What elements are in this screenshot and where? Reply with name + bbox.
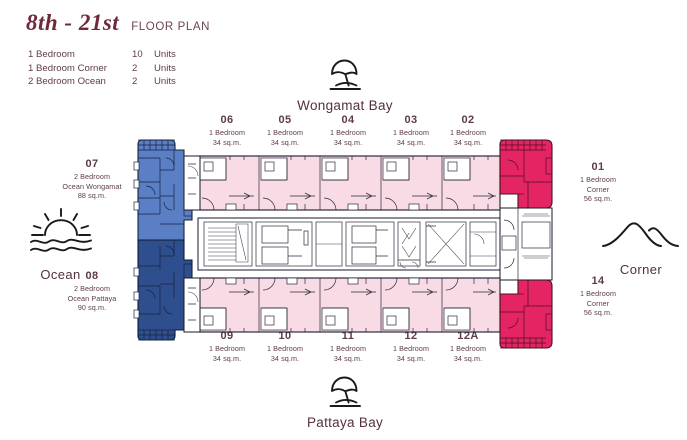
unit-area: 34 sq.m. bbox=[270, 137, 300, 147]
legend-count-value: 10 bbox=[132, 49, 143, 60]
unit-number: 04 bbox=[341, 114, 355, 126]
unit-area: 34 sq.m. bbox=[270, 353, 300, 363]
unit-label-12A: 12A 1 Bedroom 34 sq.m. bbox=[436, 330, 500, 363]
unit-type: 1 Bedroom bbox=[392, 343, 430, 353]
unit-label-04: 04 1 Bedroom 34 sq.m. bbox=[316, 114, 380, 147]
unit-number: 09 bbox=[220, 330, 234, 342]
unit-number: 05 bbox=[278, 114, 292, 126]
unit-subtype: Ocean Wongamat bbox=[62, 181, 122, 191]
unit-number: 10 bbox=[278, 330, 292, 342]
unit-number: 06 bbox=[220, 114, 234, 126]
legend-type-label: 1 Bedroom bbox=[28, 49, 75, 60]
unit-type: 1 Bedroom bbox=[329, 343, 367, 353]
legend-count-value: 2 bbox=[132, 76, 138, 87]
legend-row: 1 Bedroom Corner 2 Units bbox=[28, 62, 176, 76]
unit-area: 34 sq.m. bbox=[453, 353, 483, 363]
unit-number: 14 bbox=[591, 275, 605, 287]
unit-area: 34 sq.m. bbox=[333, 137, 363, 147]
unit-label-11: 11 1 Bedroom 34 sq.m. bbox=[316, 330, 380, 363]
top-unit-row bbox=[197, 155, 501, 211]
unit-area: 88 sq.m. bbox=[77, 191, 107, 201]
unit-label-08: 08 2 Bedroom Ocean Pattaya 90 sq.m. bbox=[48, 270, 136, 313]
unit-area: 90 sq.m. bbox=[77, 303, 107, 313]
unit-label-03: 03 1 Bedroom 34 sq.m. bbox=[379, 114, 443, 147]
right-core-bay bbox=[499, 207, 553, 281]
unit-subtype: Corner bbox=[586, 298, 610, 308]
unit-area: 34 sq.m. bbox=[333, 353, 363, 363]
legend-units-label: Units bbox=[154, 49, 176, 60]
sun-over-waves-icon bbox=[29, 208, 92, 252]
bottom-unit-row bbox=[197, 277, 501, 333]
unit-type: 1 Bedroom bbox=[266, 343, 304, 353]
unit-01-block bbox=[499, 139, 553, 209]
unit-subtype: Ocean Pattaya bbox=[67, 293, 117, 303]
unit-label-01: 01 1 Bedroom Corner 56 sq.m. bbox=[562, 161, 634, 204]
unit-type: 1 Bedroom bbox=[579, 174, 617, 184]
ocean-label: Ocean bbox=[40, 267, 81, 282]
unit-subtype: Corner bbox=[586, 184, 610, 194]
floor-plan-subtitle: FLOOR PLAN bbox=[131, 21, 211, 33]
legend-row: 1 Bedroom 10 Units bbox=[28, 48, 176, 62]
unit-label-12: 12 1 Bedroom 34 sq.m. bbox=[379, 330, 443, 363]
legend-type-label: 1 Bedroom Corner bbox=[28, 62, 107, 74]
unit-type: 1 Bedroom bbox=[579, 288, 617, 298]
floor-plan-drawing: .pk{fill:#f8dbe4;stroke:#1a1a2e;stroke-w… bbox=[126, 136, 566, 352]
legend-units-label: Units bbox=[154, 76, 176, 87]
unit-area: 34 sq.m. bbox=[212, 353, 242, 363]
unit-area: 34 sq.m. bbox=[396, 137, 426, 147]
unit-label-14: 14 1 Bedroom Corner 56 sq.m. bbox=[562, 275, 634, 318]
unit-area: 34 sq.m. bbox=[212, 137, 242, 147]
legend-count-value: 2 bbox=[132, 62, 138, 74]
unit-type: 1 Bedroom bbox=[329, 127, 367, 137]
corner-marker: Corner bbox=[596, 218, 686, 277]
unit-number: 07 bbox=[85, 158, 99, 170]
unit-type: 2 Bedroom bbox=[73, 171, 111, 181]
unit-label-10: 10 1 Bedroom 34 sq.m. bbox=[253, 330, 317, 363]
ocean-marker: Ocean bbox=[13, 205, 108, 282]
mountain-icon bbox=[602, 222, 679, 247]
unit-type: 2 Bedroom bbox=[73, 283, 111, 293]
unit-area: 56 sq.m. bbox=[583, 308, 613, 318]
unit-number: 12 bbox=[404, 330, 418, 342]
unit-mix-legend: 1 Bedroom 10 Units 1 Bedroom Corner 2 Un… bbox=[28, 48, 176, 89]
unit-type: 1 Bedroom bbox=[208, 127, 246, 137]
pattaya-bay-marker: Pattaya Bay bbox=[295, 375, 395, 430]
pattaya-bay-label: Pattaya Bay bbox=[306, 415, 384, 430]
unit-08-block bbox=[133, 239, 193, 341]
unit-area: 56 sq.m. bbox=[583, 194, 613, 204]
legend-row: 2 Bedroom Ocean 2 Units bbox=[28, 75, 176, 89]
wongamat-bay-label: Wongamat Bay bbox=[297, 98, 393, 113]
unit-07-block bbox=[133, 139, 193, 241]
unit-type: 1 Bedroom bbox=[392, 127, 430, 137]
unit-number: 11 bbox=[341, 330, 355, 342]
central-core bbox=[197, 217, 501, 271]
unit-number: 08 bbox=[85, 270, 99, 282]
unit-label-02: 02 1 Bedroom 34 sq.m. bbox=[436, 114, 500, 147]
unit-number: 01 bbox=[591, 161, 605, 173]
unit-area: 34 sq.m. bbox=[396, 353, 426, 363]
unit-area: 34 sq.m. bbox=[453, 137, 483, 147]
beach-umbrella-icon bbox=[329, 376, 361, 407]
unit-label-06: 06 1 Bedroom 34 sq.m. bbox=[195, 114, 259, 147]
unit-14-block bbox=[499, 279, 553, 349]
floor-range-text: 8th - 21st bbox=[26, 10, 120, 35]
beach-umbrella-icon bbox=[329, 59, 361, 90]
unit-type: 1 Bedroom bbox=[449, 343, 487, 353]
unit-label-05: 05 1 Bedroom 34 sq.m. bbox=[253, 114, 317, 147]
page-title: 8th - 21st FLOOR PLAN bbox=[26, 10, 210, 36]
unit-number: 03 bbox=[404, 114, 418, 126]
unit-type: 1 Bedroom bbox=[208, 343, 246, 353]
wongamat-bay-marker: Wongamat Bay bbox=[295, 58, 395, 113]
corner-label: Corner bbox=[619, 262, 663, 277]
unit-label-09: 09 1 Bedroom 34 sq.m. bbox=[195, 330, 259, 363]
legend-type-label: 2 Bedroom Ocean bbox=[28, 76, 106, 87]
legend-units-label: Units bbox=[154, 62, 176, 74]
unit-type: 1 Bedroom bbox=[266, 127, 304, 137]
unit-type: 1 Bedroom bbox=[449, 127, 487, 137]
unit-number: 12A bbox=[457, 330, 479, 342]
left-connector bbox=[183, 155, 201, 333]
unit-number: 02 bbox=[461, 114, 475, 126]
unit-label-07: 07 2 Bedroom Ocean Wongamat 88 sq.m. bbox=[48, 158, 136, 201]
